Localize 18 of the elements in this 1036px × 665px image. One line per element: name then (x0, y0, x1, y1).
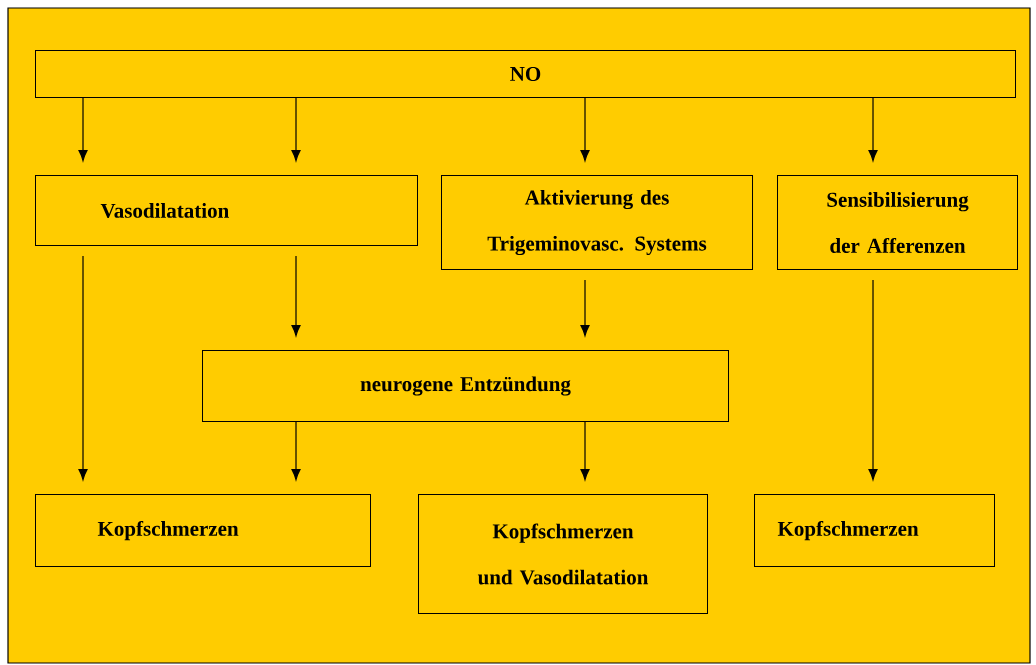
arrow (291, 255, 301, 337)
arrow (868, 97, 878, 162)
arrow (580, 421, 590, 481)
arrow (78, 255, 88, 481)
arrow (291, 97, 301, 162)
process-box: Aktivierung des Trigeminovasc. Systems (441, 175, 753, 270)
process-box: NO (35, 50, 1016, 98)
process-box: Sensibilisierung der Afferenzen (777, 175, 1018, 270)
arrow (580, 97, 590, 162)
arrow (78, 97, 88, 162)
arrow (580, 279, 590, 337)
process-box: Kopfschmerzen (754, 494, 995, 567)
arrow (868, 279, 878, 481)
process-box: Vasodilatation (35, 175, 418, 246)
process-box: Kopfschmerzen (35, 494, 371, 567)
process-box: Kopfschmerzen und Vasodilatation (418, 494, 708, 614)
arrow (291, 421, 301, 481)
process-box: neurogene Entzündung (202, 350, 729, 422)
